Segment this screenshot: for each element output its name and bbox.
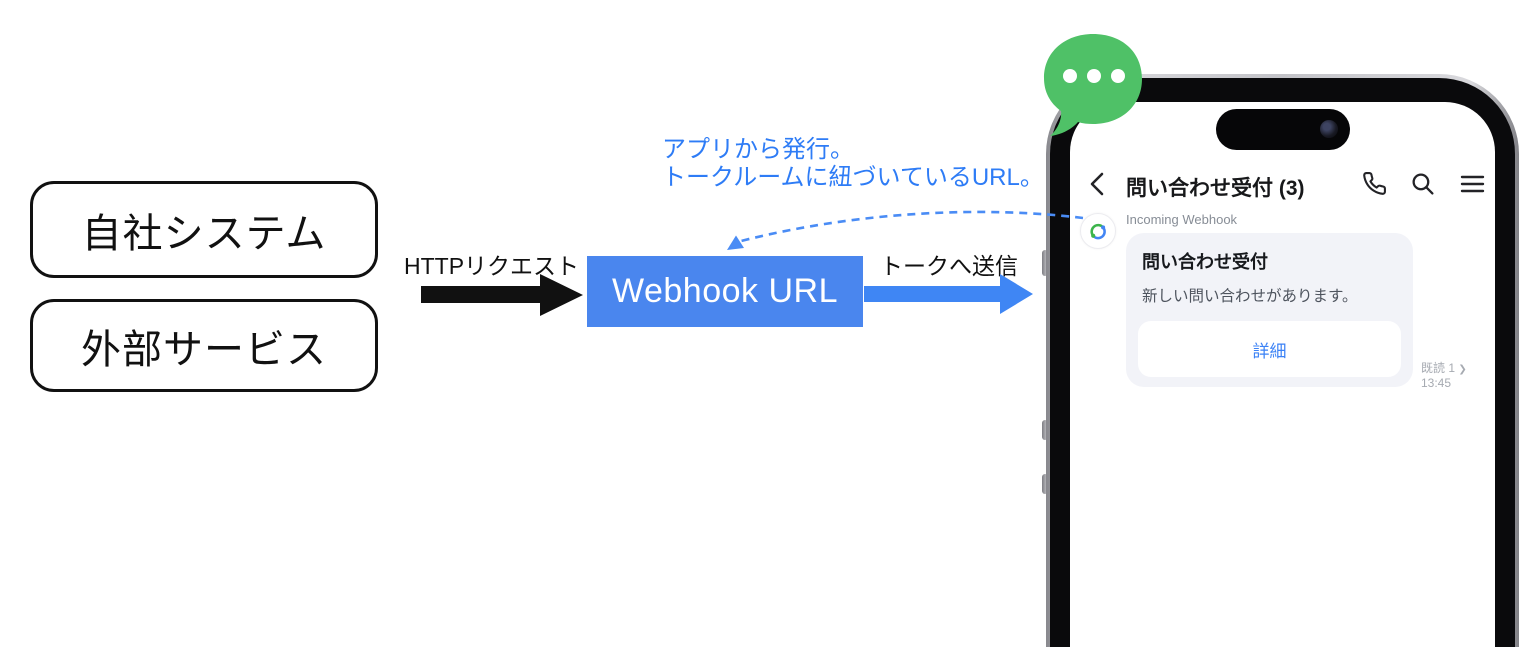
annotation-line-2: トークルームに紐づいているURL。 bbox=[662, 164, 1044, 191]
source-box-internal-system: 自社システム bbox=[30, 181, 378, 278]
webhook-annotation: アプリから発行。 トークルームに紐づいているURL。 bbox=[662, 136, 1044, 192]
webhook-icon bbox=[1090, 223, 1106, 240]
back-chevron-icon[interactable] bbox=[1086, 171, 1110, 197]
send-to-talk-arrow bbox=[864, 274, 1033, 314]
http-request-label: HTTPリクエスト bbox=[404, 253, 580, 279]
read-status-text: 既読 1 bbox=[1421, 361, 1456, 375]
message-card-body: 新しい問い合わせがあります。 bbox=[1142, 288, 1358, 305]
front-camera-icon bbox=[1320, 120, 1338, 138]
message-timestamp: 13:45 bbox=[1421, 376, 1452, 390]
sender-name: Incoming Webhook bbox=[1126, 212, 1238, 227]
volume-down-button bbox=[1042, 474, 1048, 494]
phone-screen: 問い合わせ受付 (3) bbox=[1070, 102, 1495, 647]
webhook-avatar bbox=[1080, 213, 1116, 249]
chat-room-title: 問い合わせ受付 (3) bbox=[1126, 177, 1305, 200]
send-to-talk-label: トークへ送信 bbox=[880, 253, 1018, 279]
phone-mockup: 問い合わせ受付 (3) bbox=[1046, 74, 1519, 647]
search-icon[interactable] bbox=[1410, 171, 1435, 196]
annotation-line-1: アプリから発行。 bbox=[662, 136, 854, 163]
menu-icon[interactable] bbox=[1460, 173, 1485, 195]
external-service-label: 外部サービス bbox=[81, 327, 327, 372]
dynamic-island bbox=[1216, 109, 1350, 150]
webhook-url-label: Webhook URL bbox=[612, 272, 838, 310]
call-icon[interactable] bbox=[1362, 171, 1387, 196]
action-button bbox=[1042, 250, 1048, 276]
read-more-chevron-icon[interactable]: ❯ bbox=[1458, 364, 1467, 375]
message-card: 問い合わせ受付 新しい問い合わせがあります。 詳細 bbox=[1126, 233, 1413, 387]
volume-up-button bbox=[1042, 420, 1048, 440]
source-box-external-service: 外部サービス bbox=[30, 299, 378, 392]
webhook-url-box: Webhook URL bbox=[587, 256, 863, 327]
read-status: 既読 1 ❯ bbox=[1421, 359, 1467, 376]
internal-system-label: 自社システム bbox=[81, 211, 327, 256]
detail-button[interactable]: 詳細 bbox=[1138, 321, 1401, 377]
message-card-title: 問い合わせ受付 bbox=[1142, 252, 1268, 272]
phone-bezel: 問い合わせ受付 (3) bbox=[1050, 78, 1515, 647]
http-request-arrow bbox=[421, 274, 583, 316]
detail-button-label: 詳細 bbox=[1252, 341, 1287, 361]
chat-bubble-icon bbox=[1044, 34, 1142, 136]
